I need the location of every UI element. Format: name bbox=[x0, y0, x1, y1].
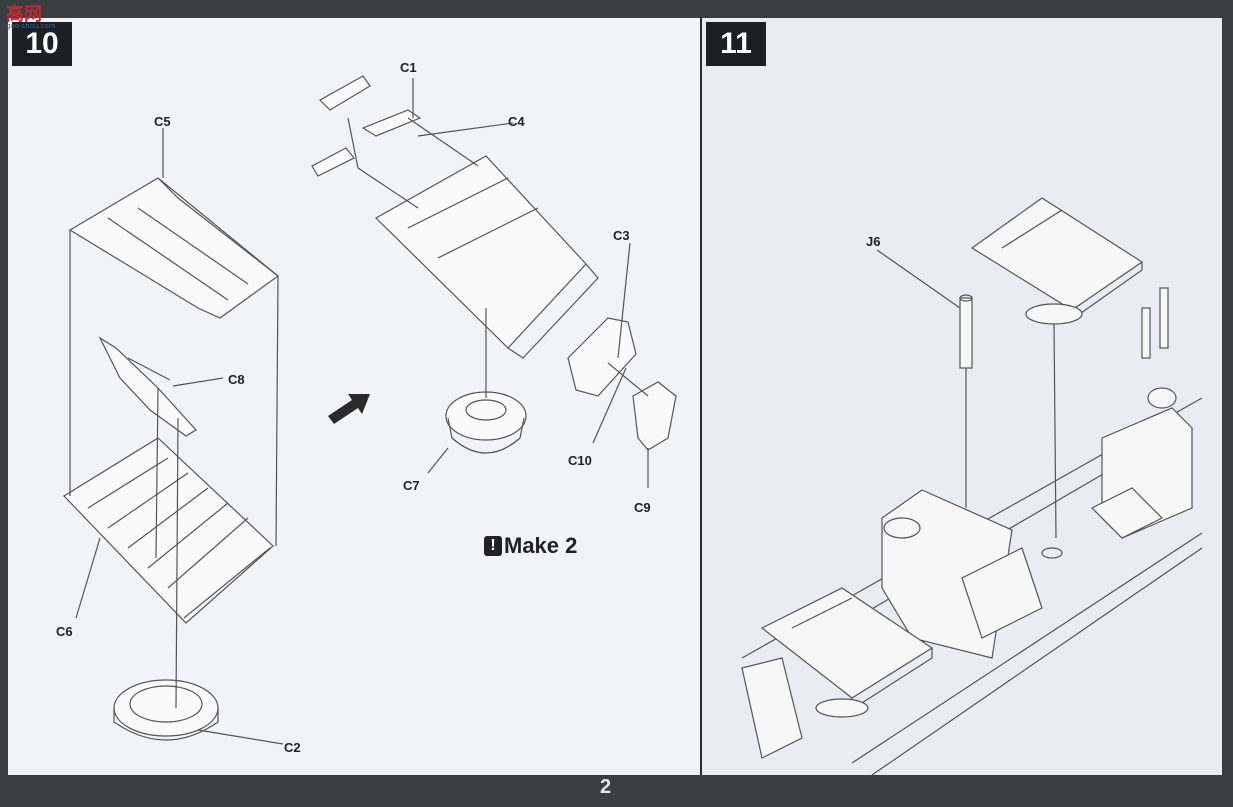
watermark-url: gao-shou.com bbox=[6, 22, 56, 30]
part-label-c6: C6 bbox=[56, 624, 73, 639]
step-number-badge: 10 bbox=[12, 22, 72, 66]
step-10-panel: 10 bbox=[8, 18, 700, 775]
part-label-c5: C5 bbox=[154, 114, 171, 129]
part-label-c1: C1 bbox=[400, 60, 417, 75]
part-label-c8: C8 bbox=[228, 372, 245, 387]
step-11-illustration bbox=[741, 197, 1203, 775]
part-label-c4: C4 bbox=[508, 114, 525, 129]
part-label-c7: C7 bbox=[403, 478, 420, 493]
part-label-c3: C3 bbox=[613, 228, 630, 243]
step-11-panel: 11 bbox=[702, 18, 1222, 775]
make-quantity-note: ! Make 2 bbox=[484, 533, 577, 559]
step-number-badge: 11 bbox=[706, 22, 766, 66]
part-label-c10: C10 bbox=[568, 453, 592, 468]
instruction-sheet: 10 bbox=[8, 18, 1222, 775]
make-quantity-text: Make 2 bbox=[504, 533, 578, 558]
watermark-logo: 高网 gao-shou.com bbox=[6, 0, 56, 30]
step-10-illustration bbox=[63, 75, 677, 745]
exclamation-icon: ! bbox=[484, 536, 502, 556]
watermark-logo-text: 高网 bbox=[6, 4, 42, 25]
part-label-c2: C2 bbox=[284, 740, 301, 755]
part-label-j6: J6 bbox=[866, 234, 881, 249]
page-number: 2 bbox=[600, 776, 612, 798]
panel-divider bbox=[700, 18, 702, 775]
next-step-arrow-icon bbox=[328, 394, 370, 424]
part-label-c9: C9 bbox=[634, 500, 651, 515]
